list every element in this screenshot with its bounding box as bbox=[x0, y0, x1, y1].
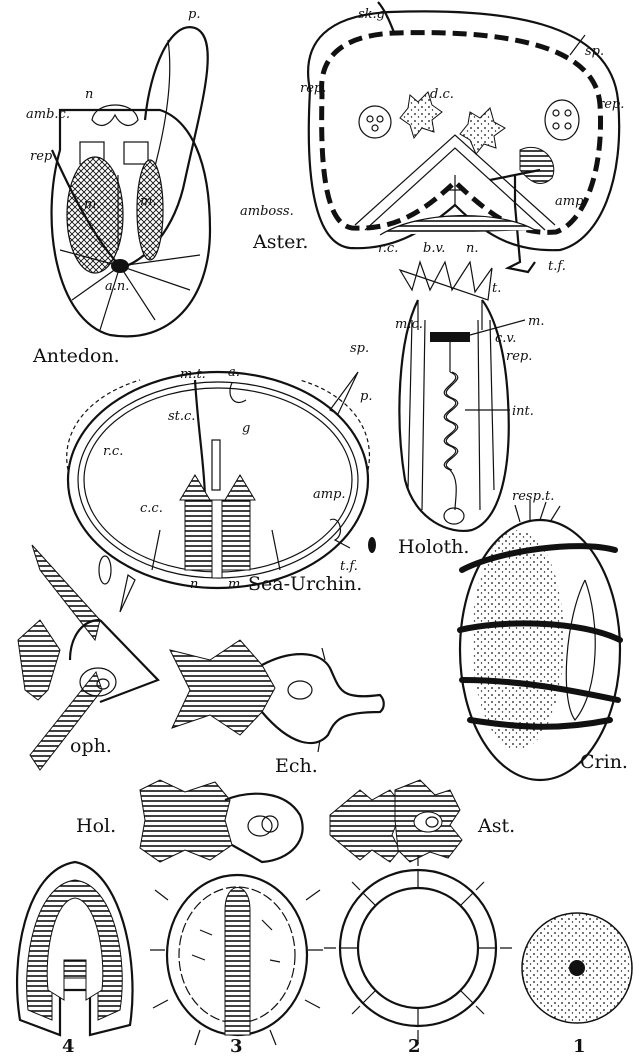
holoth-label-rep: rep. bbox=[506, 349, 532, 364]
aster-label-amp: amp. bbox=[555, 194, 588, 209]
holoth-label-cv: c.v. bbox=[495, 331, 516, 346]
embryo-label-4: 4 bbox=[62, 1036, 75, 1057]
bipinnaria-figure: Ast. bbox=[330, 780, 515, 862]
auricularia-figure: Hol. bbox=[76, 780, 303, 862]
echinopluteus-figure: Ech. bbox=[170, 640, 384, 777]
antedon-label-m2: m. bbox=[140, 194, 156, 209]
embryo-stage-3: 3 bbox=[150, 875, 323, 1057]
larva-ast-label: Ast. bbox=[477, 815, 515, 837]
urchin-label-sp: sp. bbox=[350, 341, 369, 356]
antedon-label-m1: m. bbox=[84, 197, 100, 212]
larva-hol-label: Hol. bbox=[76, 815, 116, 837]
urchin-label-n: n bbox=[190, 577, 198, 592]
aster-label-amboss: amboss. bbox=[240, 204, 294, 219]
antedon-label-ambc: amb.c. bbox=[26, 107, 70, 122]
holoth-label-int: int. bbox=[512, 404, 534, 419]
urchin-label-rc: r.c. bbox=[103, 444, 123, 459]
holoth-label-m: m. bbox=[528, 314, 544, 329]
antedon-caption: Antedon. bbox=[32, 345, 120, 367]
aster-label-rep-left: rep. bbox=[300, 81, 326, 96]
antedon-label-n: n bbox=[85, 87, 93, 102]
holoth-label-t: t. bbox=[492, 281, 501, 296]
embryo-stage-4: 4 bbox=[17, 862, 132, 1057]
urchin-label-g: g bbox=[242, 421, 250, 436]
aster-figure: sk.g. sp. rep. d.c. rep. amboss. amp. r.… bbox=[240, 2, 624, 274]
sea-urchin-figure: m.t. a. sp. p. st.c. g r.c. c.c. amp. t.… bbox=[67, 341, 376, 612]
antedon-label-p: p. bbox=[188, 7, 200, 22]
holothurian-figure: t. m. m.c. c.v. rep. int. Holoth. bbox=[395, 262, 544, 558]
crin-caption: Crin. bbox=[580, 751, 628, 773]
urchin-label-amp: amp. bbox=[313, 487, 346, 502]
aster-label-tf: t.f. bbox=[548, 259, 566, 274]
urchin-label-m: m bbox=[228, 577, 240, 592]
holoth-label-mc: m.c. bbox=[395, 317, 423, 332]
aster-label-skg: sk.g. bbox=[358, 7, 389, 22]
urchin-label-stc: st.c. bbox=[168, 409, 195, 424]
aster-label-sp: sp. bbox=[585, 44, 604, 59]
crinoid-larva-figure: resp.t. Crin. bbox=[460, 489, 628, 780]
aster-label-n: n. bbox=[466, 241, 479, 256]
holoth-caption: Holoth. bbox=[398, 536, 469, 558]
urchin-label-p: p. bbox=[360, 389, 372, 404]
urchin-label-tf: t.f. bbox=[340, 559, 358, 574]
embryo-label-2: 2 bbox=[408, 1036, 421, 1057]
embryo-label-1: 1 bbox=[573, 1036, 586, 1057]
aster-label-bv: b.v. bbox=[423, 241, 445, 256]
aster-caption: Aster. bbox=[252, 231, 308, 253]
aster-label-dc: d.c. bbox=[430, 87, 454, 102]
urchin-label-cc: c.c. bbox=[140, 501, 163, 516]
antedon-label-an: a.n. bbox=[105, 279, 129, 294]
embryo-label-3: 3 bbox=[230, 1036, 243, 1057]
embryo-stage-2: 2 bbox=[324, 855, 512, 1057]
larva-oph-label: oph. bbox=[70, 735, 112, 757]
aster-label-rc: r.c. bbox=[378, 241, 398, 256]
urchin-label-mt: m.t. bbox=[180, 367, 206, 382]
crin-label-respt: resp.t. bbox=[512, 489, 554, 504]
larva-ech-label: Ech. bbox=[275, 755, 318, 777]
embryo-stage-1: 1 bbox=[522, 913, 632, 1057]
ophiopluteus-figure: oph. bbox=[18, 545, 158, 770]
antedon-figure: n p. amb.c. rep m. m. a.n. Antedon. bbox=[26, 7, 210, 367]
antedon-label-rep: rep bbox=[30, 149, 53, 164]
urchin-caption: Sea-Urchin. bbox=[248, 573, 362, 595]
urchin-label-a: a. bbox=[228, 365, 240, 380]
aster-label-rep-right: rep. bbox=[598, 97, 624, 112]
